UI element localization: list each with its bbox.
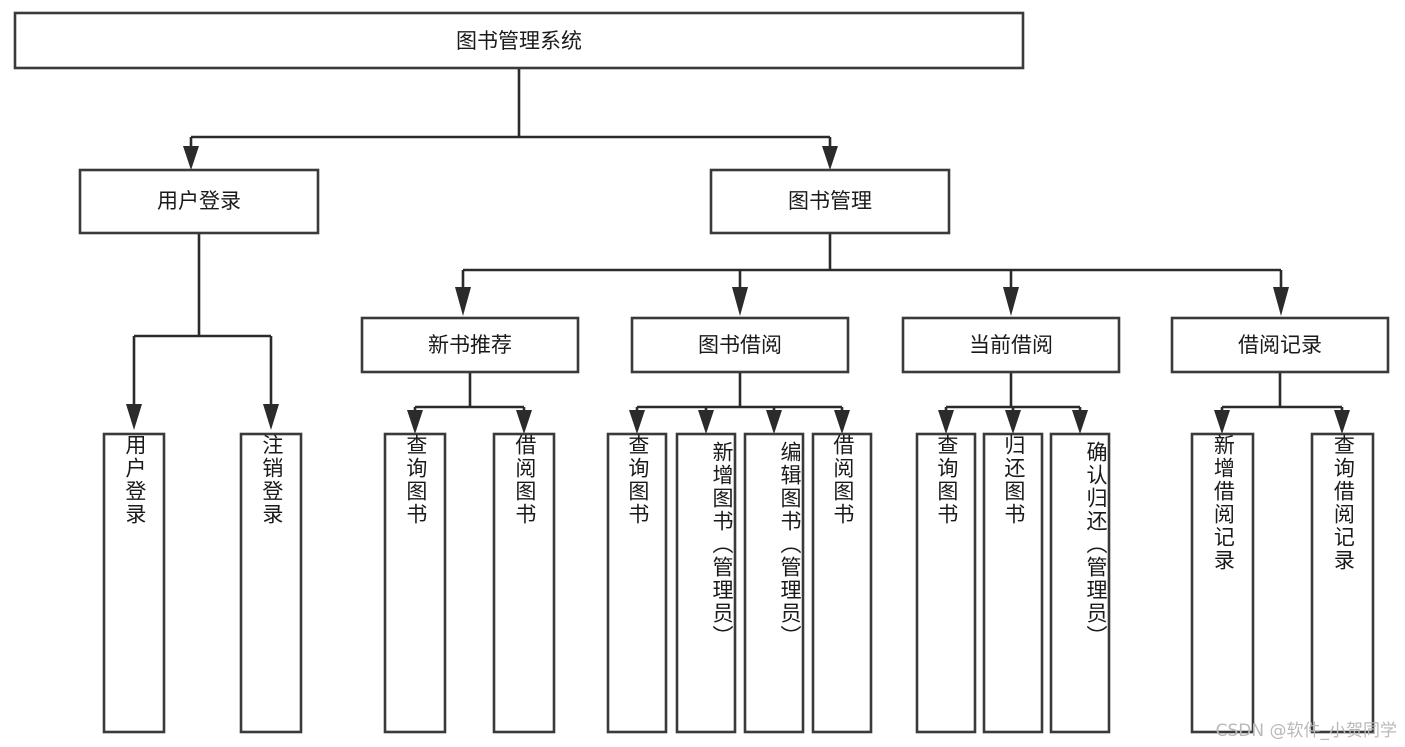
- node-label: 借阅记录: [1238, 333, 1322, 357]
- leaf-box-query-book-2[interactable]: [606, 432, 668, 734]
- connector-root-to-level2: [183, 68, 838, 170]
- arrow-head-icon: [629, 410, 645, 434]
- leaf-box-add-book[interactable]: [675, 432, 737, 734]
- leaf-box-query-book-1[interactable]: [383, 432, 447, 734]
- arrow-head-icon: [407, 410, 423, 434]
- leaf-box-confirm-return[interactable]: [1049, 432, 1111, 734]
- leaf-box-edit-book[interactable]: [743, 432, 805, 734]
- node-box[interactable]: [630, 316, 850, 374]
- leaf-box-add-borrow-record[interactable]: [1190, 432, 1255, 734]
- node-root[interactable]: 图书管理系统: [13, 11, 1025, 70]
- arrow-head-icon: [1005, 410, 1021, 434]
- node-label: 用户登录: [157, 189, 241, 213]
- node-new-book-recommend[interactable]: 新书推荐: [360, 316, 580, 374]
- arrow-head-icon: [1334, 410, 1350, 434]
- arrow-head-icon: [455, 287, 471, 316]
- node-box[interactable]: [13, 11, 1025, 70]
- node-box[interactable]: [1170, 316, 1390, 374]
- leaf-box-return-book[interactable]: [982, 432, 1044, 734]
- arrow-head-icon: [698, 410, 714, 434]
- connector-current-borrow-to-leaves: [938, 372, 1088, 434]
- arrow-head-icon: [183, 146, 199, 170]
- connector-user-login-to-leaves: [126, 233, 279, 430]
- arrow-head-icon: [516, 410, 532, 434]
- connector-new-book-recommend-to-leaves: [407, 372, 532, 434]
- node-label: 图书借阅: [698, 333, 782, 357]
- connector-book-management-to-level3: [455, 233, 1289, 316]
- leaf-box-borrow-book-1[interactable]: [492, 432, 556, 734]
- arrow-head-icon: [263, 404, 279, 430]
- arrow-head-icon: [938, 410, 954, 434]
- connector-book-borrow-to-leaves: [629, 372, 850, 434]
- node-label: 当前借阅: [969, 333, 1053, 357]
- node-book-borrow[interactable]: 图书借阅: [630, 316, 850, 374]
- arrow-head-icon: [732, 287, 748, 316]
- node-user-login[interactable]: 用户登录: [78, 168, 320, 235]
- node-label: 图书管理: [788, 189, 872, 213]
- arrow-head-icon: [1003, 287, 1019, 316]
- arrow-head-icon: [1214, 410, 1230, 434]
- node-book-management[interactable]: 图书管理: [709, 168, 951, 235]
- leaf-box-borrow-book-2[interactable]: [811, 432, 873, 734]
- leaf-box-query-book-3[interactable]: [915, 432, 977, 734]
- arrow-head-icon: [822, 146, 838, 170]
- node-label: 图书管理系统: [456, 29, 582, 53]
- arrow-head-icon: [766, 410, 782, 434]
- leaf-box-logout-login[interactable]: [239, 432, 303, 734]
- node-borrow-record[interactable]: 借阅记录: [1170, 316, 1390, 374]
- connector-borrow-record-to-leaves: [1214, 372, 1350, 434]
- node-box[interactable]: [901, 316, 1121, 374]
- node-box[interactable]: [709, 168, 951, 235]
- node-box[interactable]: [360, 316, 580, 374]
- arrow-head-icon: [126, 404, 142, 430]
- node-label: 新书推荐: [428, 333, 512, 357]
- arrow-head-icon: [1273, 287, 1289, 316]
- leaf-box-user-login[interactable]: [102, 432, 166, 734]
- arrow-head-icon: [834, 410, 850, 434]
- node-current-borrow[interactable]: 当前借阅: [901, 316, 1121, 374]
- leaf-box-query-borrow-record[interactable]: [1310, 432, 1375, 734]
- node-box[interactable]: [78, 168, 320, 235]
- arrow-head-icon: [1072, 410, 1088, 434]
